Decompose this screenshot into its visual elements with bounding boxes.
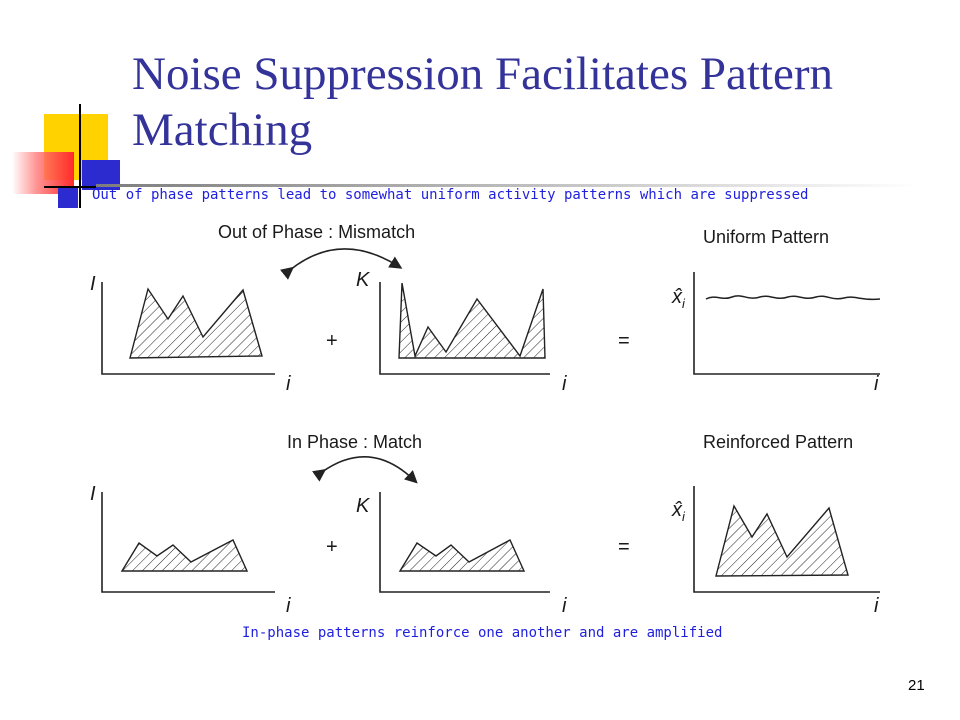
axis-expectation-top [379, 282, 550, 375]
match-arrow [312, 455, 418, 484]
input-activity-curve [129, 287, 263, 359]
caption-out-of-phase: Out of phase patterns lead to somewhat u… [92, 187, 809, 203]
decorative-blue-square-small [58, 188, 78, 208]
uniform-result-pattern: x̂i i [671, 272, 881, 395]
axis-i-label: i [286, 595, 291, 617]
label-x-hat: x̂i [671, 499, 686, 524]
axis-i-label: i [562, 595, 567, 617]
caption-in-phase: In-phase patterns reinforce one another … [242, 625, 723, 641]
axis-input-bottom [101, 492, 275, 593]
axis-result-bottom [693, 486, 880, 593]
page-number: 21 [908, 677, 925, 694]
axis-i-label: i [874, 373, 879, 395]
label-k-expectation: K [356, 269, 371, 291]
axis-i-label: i [562, 373, 567, 395]
label-in-phase: In Phase : Match [287, 432, 422, 452]
label-i-input: I [90, 273, 96, 295]
uniform-activity-curve [705, 295, 881, 301]
input-pattern-match: I i [90, 483, 291, 617]
plus-sign: + [326, 536, 338, 558]
expectation-pattern-match: K i [356, 492, 567, 617]
decorative-vertical-line [79, 104, 81, 208]
reinforced-activity-curve [715, 504, 849, 577]
axis-result-top [693, 272, 880, 375]
title-rule [96, 184, 918, 187]
label-k-expectation: K [356, 495, 371, 517]
equals-sign: = [618, 330, 630, 352]
label-i-input: I [90, 483, 96, 505]
axis-i-label: i [874, 595, 879, 617]
label-uniform-pattern: Uniform Pattern [703, 227, 829, 247]
label-x-hat: x̂i [671, 286, 686, 311]
axis-i-label: i [286, 373, 291, 395]
expectation-activity-curve [398, 282, 546, 359]
mismatch-arrow [280, 248, 403, 280]
expectation-pattern-mismatch: K i [356, 269, 567, 395]
input-activity-curve [120, 539, 249, 572]
reinforced-result-pattern: x̂i i [671, 486, 880, 617]
expectation-activity-curve [398, 539, 526, 572]
axis-expectation-bottom [379, 492, 550, 593]
slide-title: Noise Suppression Facilitates Pattern Ma… [132, 48, 833, 156]
equals-sign: = [618, 536, 630, 558]
label-reinforced-pattern: Reinforced Pattern [703, 432, 853, 452]
decorative-horizontal-line [44, 186, 96, 188]
input-pattern-mismatch: I i [90, 273, 291, 395]
axis-input-top [101, 282, 275, 375]
label-out-of-phase: Out of Phase : Mismatch [218, 222, 415, 242]
plus-sign: + [326, 330, 338, 352]
